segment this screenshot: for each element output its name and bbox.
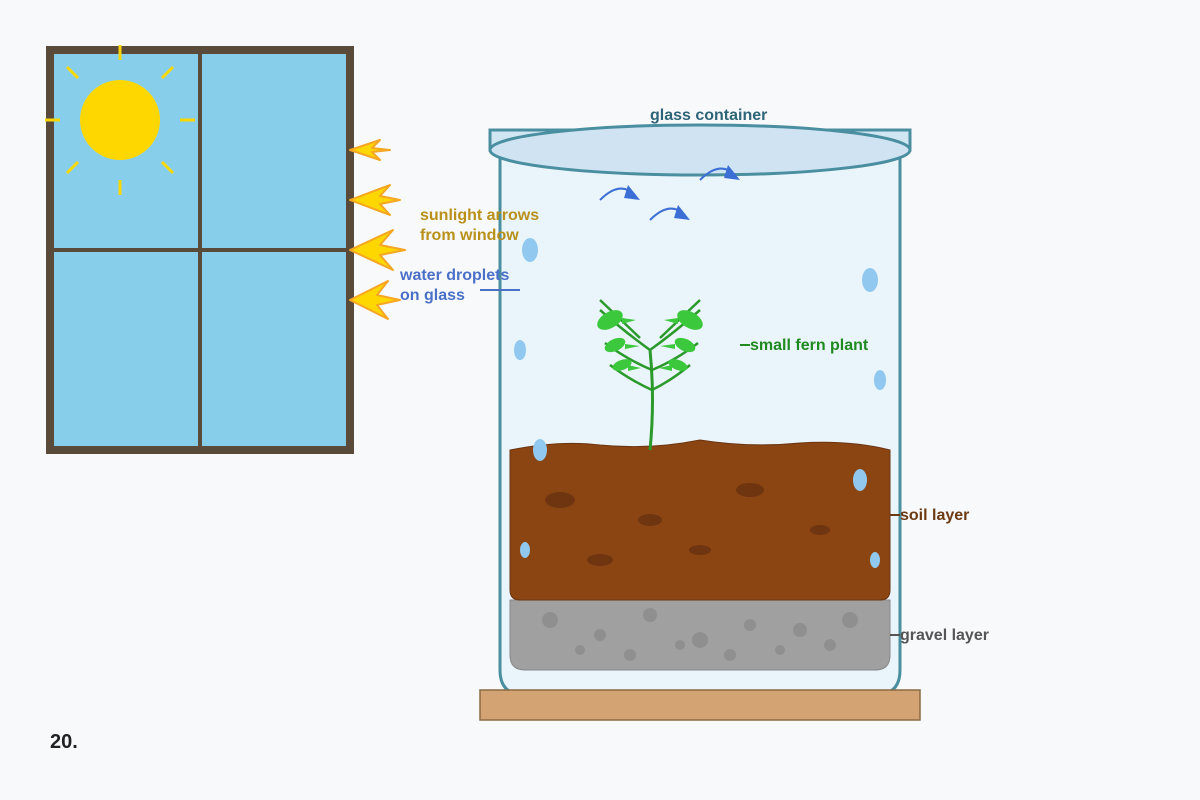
container-base bbox=[479, 689, 921, 721]
sunlight-arrow-icon bbox=[349, 139, 391, 161]
gravel-layer bbox=[509, 599, 891, 671]
arrowhead-icon bbox=[624, 185, 640, 200]
leader-lines bbox=[480, 289, 900, 636]
droplet-icon bbox=[853, 469, 867, 491]
label-gravel: gravel layer bbox=[900, 627, 989, 644]
fern-stem bbox=[648, 349, 654, 451]
droplet-icon bbox=[533, 439, 547, 461]
label-sunlight-line2: from window bbox=[420, 227, 519, 244]
sun-disc bbox=[80, 80, 160, 160]
sun-rays bbox=[45, 45, 195, 195]
sun-icon bbox=[45, 45, 195, 195]
soil-fill bbox=[509, 439, 891, 601]
arrowhead-icon bbox=[674, 205, 690, 220]
label-sunlight-line1: sunlight arrows bbox=[420, 207, 539, 224]
container-opening bbox=[488, 123, 912, 177]
droplet-icon bbox=[514, 340, 526, 360]
sunlight-arrow-icon bbox=[349, 280, 401, 320]
droplet-icon bbox=[862, 268, 878, 292]
evaporation-arrows bbox=[599, 165, 740, 221]
gravel-stones bbox=[542, 608, 858, 661]
sunlight-arrow-icon bbox=[349, 229, 406, 271]
label-fern: small fern plant bbox=[750, 337, 869, 354]
droplet-icon bbox=[870, 552, 880, 568]
soil-clods bbox=[545, 483, 830, 566]
fern-plant bbox=[597, 299, 703, 451]
question-number: 20. bbox=[50, 731, 78, 753]
arrowhead-icon bbox=[724, 165, 740, 180]
fern-leaves bbox=[597, 310, 703, 371]
sunlight-arrows bbox=[349, 139, 406, 320]
label-droplets-line1: water droplets bbox=[399, 267, 509, 284]
droplet-icon bbox=[520, 542, 530, 558]
label-droplets-line2: on glass bbox=[400, 287, 465, 304]
droplet-icon bbox=[522, 238, 538, 262]
droplet-icon bbox=[874, 370, 886, 390]
sunlight-arrow-icon bbox=[349, 184, 401, 216]
soil-layer bbox=[509, 439, 891, 601]
water-droplets bbox=[514, 238, 886, 568]
label-soil: soil layer bbox=[900, 507, 969, 524]
label-glass-container: glass container bbox=[650, 107, 767, 124]
